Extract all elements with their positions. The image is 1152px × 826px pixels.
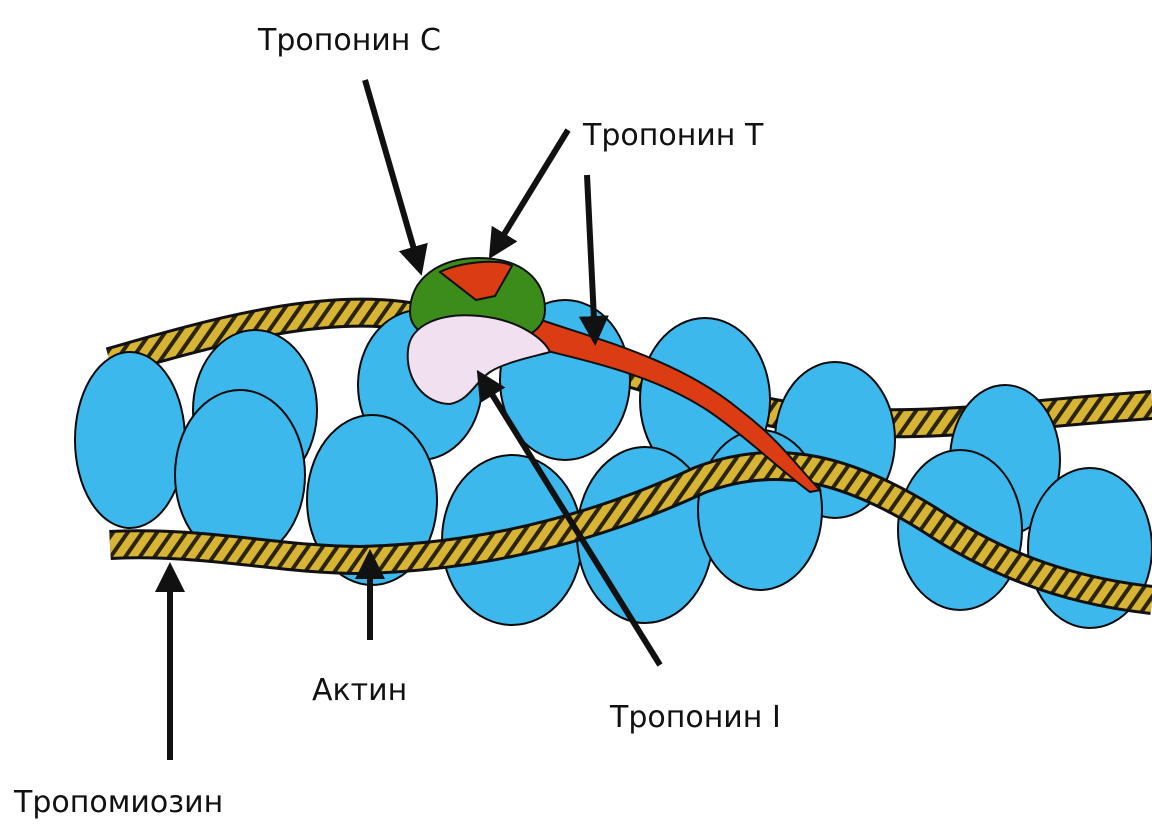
tropomyosin-label: Тропомиозин	[13, 785, 223, 820]
troponin-t-label: Тропонин Т	[582, 118, 764, 153]
troponin-i-label: Тропонин I	[609, 700, 781, 735]
actin-label: Актин	[312, 673, 407, 708]
troponin-c-arrow	[365, 80, 420, 270]
troponin-c-label: Тропонин С	[257, 23, 441, 58]
troponin-t-arrow-1	[492, 130, 568, 254]
